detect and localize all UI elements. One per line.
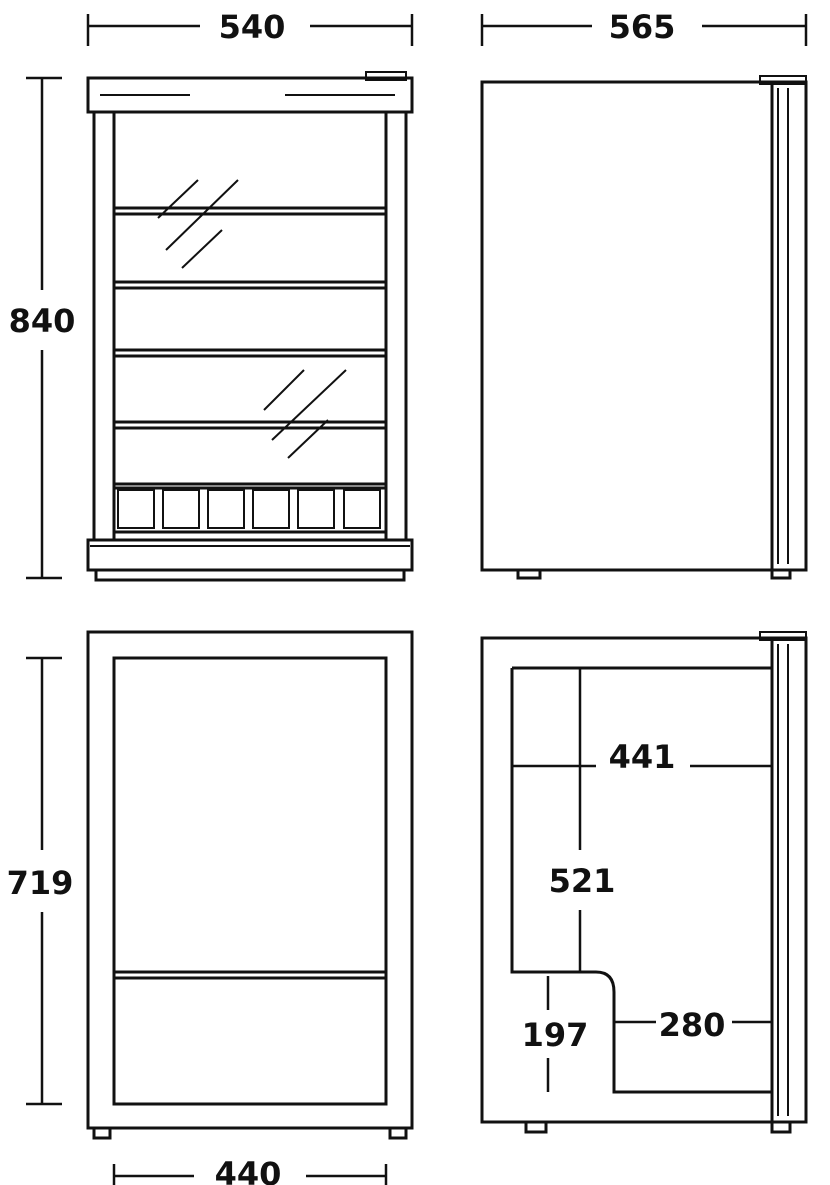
rear-cabinet bbox=[86, 630, 414, 1140]
label-inner-depth: 441 bbox=[609, 738, 676, 776]
label-rear-height: 719 bbox=[7, 864, 74, 902]
dimension-rear-height: 719 bbox=[7, 656, 74, 1106]
dimension-step-height: 197 bbox=[522, 976, 589, 1092]
dimension-height: 840 bbox=[9, 76, 76, 580]
dimension-step-depth: 280 bbox=[614, 1006, 772, 1044]
label-side-depth: 565 bbox=[609, 8, 676, 46]
side-cabinet bbox=[480, 75, 808, 580]
rear-view: 719 440 bbox=[7, 630, 414, 1185]
label-rear-width: 440 bbox=[215, 1155, 282, 1185]
front-cabinet bbox=[86, 71, 414, 582]
side-view: 565 bbox=[480, 8, 808, 580]
glass-reflection-upper bbox=[157, 179, 239, 269]
label-step-depth: 280 bbox=[659, 1006, 726, 1044]
label-height: 840 bbox=[9, 302, 76, 340]
dimension-side-depth: 565 bbox=[480, 8, 808, 46]
dimension-rear-width: 440 bbox=[112, 1155, 388, 1185]
front-view: 540 840 bbox=[9, 8, 414, 582]
section-view: 441 521 197 280 bbox=[480, 631, 808, 1134]
label-front-width: 540 bbox=[219, 8, 286, 46]
section-cabinet bbox=[480, 631, 808, 1134]
label-inner-height: 521 bbox=[549, 862, 616, 900]
glass-reflection-lower bbox=[263, 369, 347, 459]
dimension-front-width: 540 bbox=[86, 8, 414, 46]
label-step-height: 197 bbox=[522, 1016, 589, 1054]
dimension-inner-depth: 441 bbox=[512, 738, 772, 776]
dimension-inner-height: 521 bbox=[549, 668, 616, 972]
